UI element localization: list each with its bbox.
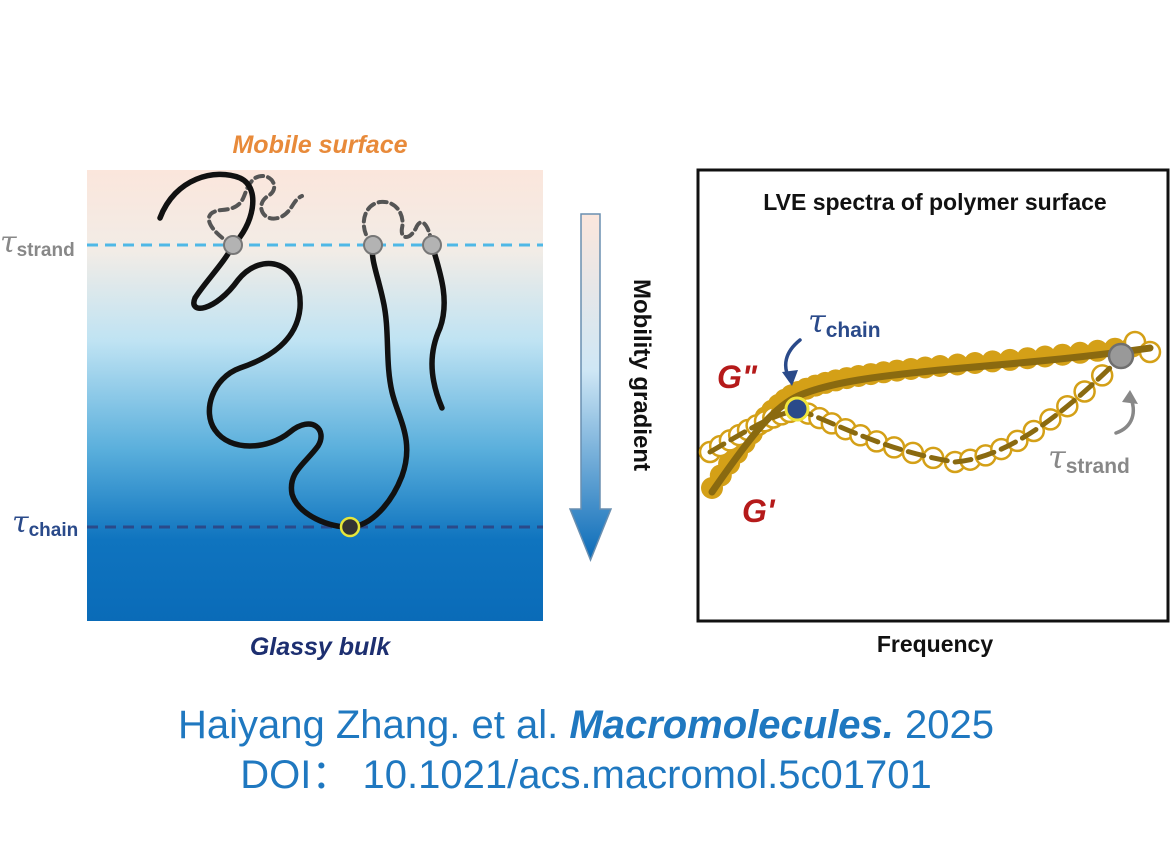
- citation-doi: DOI： 10.1021/acs.macromol.5c01701: [240, 753, 932, 797]
- mobile-surface-label: Mobile surface: [232, 131, 407, 159]
- glassy-bulk-label: Glassy bulk: [250, 633, 391, 661]
- citation-year: 2025: [905, 703, 995, 747]
- lve-plot-title: LVE spectra of polymer surface: [763, 189, 1106, 215]
- tau-strand-sub: strand: [17, 240, 75, 261]
- tau-strand-crossover: [1107, 342, 1135, 370]
- tau-chain-symbol: τ: [12, 505, 29, 540]
- right-panel: LVE spectra of polymer surface Frequency…: [696, 168, 1170, 657]
- mobility-gradient-background: [87, 170, 543, 621]
- g1-fit-curve: [707, 355, 1123, 465]
- frequency-axis-label: Frequency: [877, 631, 994, 657]
- lve-plot-frame: [696, 168, 1170, 623]
- strand-junction-1: [223, 235, 243, 255]
- tau-strand-arrowhead: [1122, 390, 1138, 404]
- mobility-gradient-label: Mobility gradient: [628, 279, 655, 471]
- dangling-strand-2: [361, 199, 434, 247]
- tau-chain-annotation-sub: chain: [826, 319, 881, 342]
- tau-chain-annotation-symbol: τ: [808, 302, 827, 340]
- tau-strand-label: τstrand: [0, 225, 75, 261]
- dangling-strand-1: [207, 174, 304, 247]
- polymer-chain: [157, 171, 410, 530]
- mobility-gradient-arrow: [568, 213, 613, 563]
- strand-junction-3: [422, 235, 442, 255]
- tau-chain-label: τchain: [12, 505, 78, 541]
- tau-strand-symbol: τ: [0, 225, 17, 260]
- polymer-chain-tail: [429, 242, 447, 411]
- tau-chain-sub: chain: [29, 520, 79, 541]
- tau-chain-annotation: τchain: [808, 302, 881, 342]
- tau-strand-annotation-symbol: τ: [1048, 438, 1067, 476]
- tau-strand-annotation: τstrand: [1048, 438, 1130, 478]
- citation-line-1: Haiyang Zhang. et al. Macromolecules. 20…: [0, 700, 1172, 750]
- strand-junction-2: [363, 235, 383, 255]
- left-panel: Mobile surface Glassy bulk τstrand τchai…: [0, 131, 655, 661]
- tau-strand-annotation-sub: strand: [1066, 455, 1130, 478]
- g1-label: G': [742, 493, 776, 529]
- citation: Haiyang Zhang. et al. Macromolecules. 20…: [0, 700, 1172, 800]
- tau-chain-crossover: [784, 396, 810, 422]
- tau-chain-arrowhead: [782, 370, 798, 386]
- chain-junction: [339, 516, 361, 538]
- citation-journal: Macromolecules.: [569, 703, 894, 747]
- g2-label: G": [717, 359, 758, 395]
- citation-author: Haiyang Zhang. et al.: [177, 703, 559, 747]
